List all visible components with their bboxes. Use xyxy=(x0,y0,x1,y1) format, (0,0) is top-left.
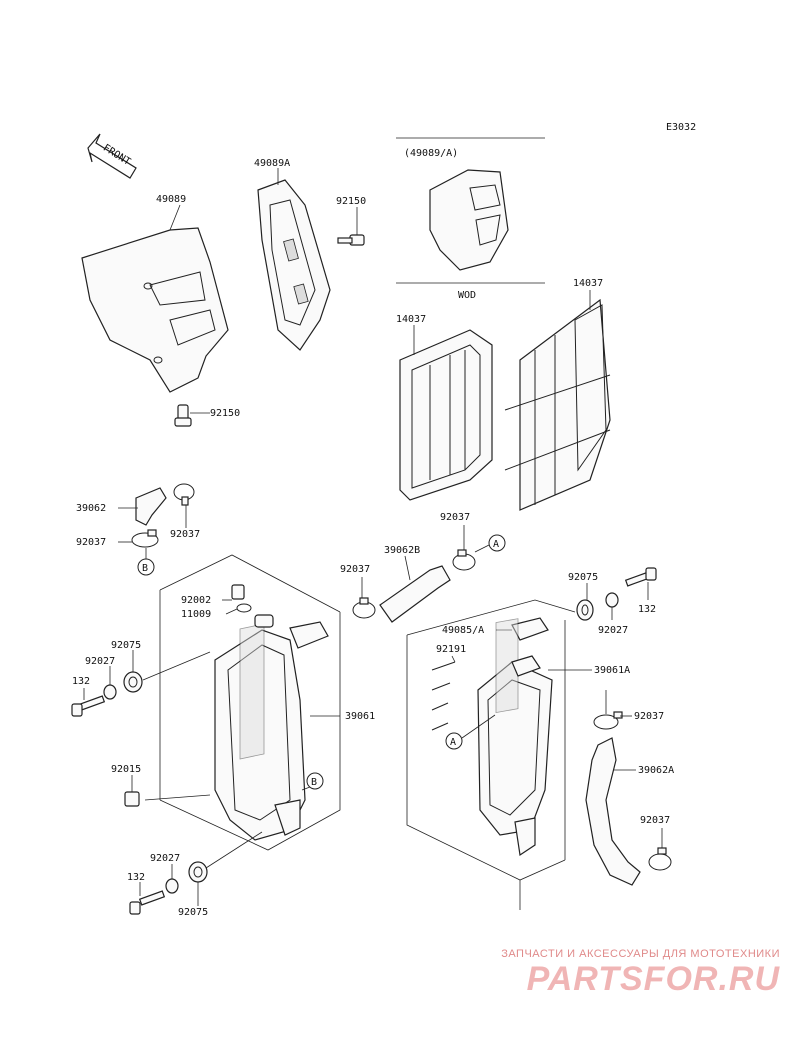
callout-92037-d: 92037 xyxy=(340,564,370,575)
callout-132-a: 132 xyxy=(72,676,90,687)
callout-11009: 11009 xyxy=(181,609,211,620)
callout-92027-c: 92027 xyxy=(598,625,628,636)
marker-b-lower: B xyxy=(306,772,324,790)
marker-b-upper: B xyxy=(137,558,155,576)
grommet-92075-right[interactable] xyxy=(576,599,594,621)
callout-132-b: 132 xyxy=(127,872,145,883)
watermark-subtitle: ЗАПЧАСТИ И АКСЕССУАРЫ ДЛЯ МОТОТЕХНИКИ xyxy=(501,948,780,960)
bolt-132-left-lower[interactable] xyxy=(129,890,166,915)
hose-39062[interactable] xyxy=(135,487,167,526)
bolt-132-left-upper[interactable] xyxy=(71,695,106,717)
hose-39062a[interactable] xyxy=(585,737,641,886)
callout-92015: 92015 xyxy=(111,764,141,775)
cap-49085a[interactable] xyxy=(511,617,549,641)
callout-14037-right: 14037 xyxy=(573,278,603,289)
callout-92027-b: 92027 xyxy=(150,853,180,864)
callout-39061: 39061 xyxy=(345,711,375,722)
callout-49085a: 49085/A xyxy=(442,625,484,636)
hose-clamp-39062a-lower[interactable] xyxy=(648,847,672,871)
hose-clamp-upper-right[interactable] xyxy=(173,483,195,506)
radiator-group-left-frame xyxy=(159,554,341,851)
callout-92075-a: 92075 xyxy=(111,640,141,651)
callout-92150-upper: 92150 xyxy=(336,196,366,207)
radiator-guard-right[interactable] xyxy=(504,298,611,511)
radiator-cap[interactable] xyxy=(231,584,252,613)
callout-92075-b: 92075 xyxy=(178,907,208,918)
collar-92027-left-upper[interactable] xyxy=(103,684,117,700)
collar-92027-right[interactable] xyxy=(605,592,619,608)
hose-clamp-upper-left[interactable] xyxy=(131,529,159,548)
callout-92002: 92002 xyxy=(181,595,211,606)
callout-92027-a: 92027 xyxy=(85,656,115,667)
callout-92191: 92191 xyxy=(436,644,466,655)
svg-text:A: A xyxy=(493,539,499,550)
inset-wod: (49089/A) WOD xyxy=(396,137,545,301)
radiator-guard-left[interactable] xyxy=(399,329,493,501)
hose-clamp-39062a-upper[interactable] xyxy=(593,711,623,730)
callout-92075-c: 92075 xyxy=(568,572,598,583)
hose-39062b[interactable] xyxy=(379,565,451,623)
front-arrow-icon: FRONT xyxy=(87,133,137,179)
callout-39061a: 39061A xyxy=(594,665,630,676)
radiator-left[interactable] xyxy=(214,614,329,841)
callout-92037-f: 92037 xyxy=(640,815,670,826)
callout-132-c: 132 xyxy=(638,604,656,615)
collar-92027-left-lower[interactable] xyxy=(165,878,179,894)
callout-14037-left: 14037 xyxy=(396,314,426,325)
callout-49089: 49089 xyxy=(156,194,186,205)
marker-a-upper: A xyxy=(488,534,506,552)
callout-92037-e: 92037 xyxy=(634,711,664,722)
callout-92037-c: 92037 xyxy=(440,512,470,523)
callout-92037-b: 92037 xyxy=(76,537,106,548)
callout-49089a: 49089A xyxy=(254,158,290,169)
watermark: ЗАПЧАСТИ И АКСЕССУАРЫ ДЛЯ МОТОТЕХНИКИ PA… xyxy=(480,948,780,998)
grommet-92075-left-upper[interactable] xyxy=(123,671,143,693)
hose-clamp-39062b-upper[interactable] xyxy=(452,549,476,571)
callout-92150-lower: 92150 xyxy=(210,408,240,419)
bolt-132-right[interactable] xyxy=(624,567,657,587)
callout-39062a: 39062A xyxy=(638,765,674,776)
marker-a-lower: A xyxy=(445,732,463,750)
svg-text:B: B xyxy=(142,563,148,574)
callout-39062: 39062 xyxy=(76,503,106,514)
bolt-92150-lower[interactable] xyxy=(174,404,192,427)
clip-92015[interactable] xyxy=(124,791,140,807)
diagram-code: E3032 xyxy=(666,122,696,133)
watermark-logo: PARTSFOR.RU xyxy=(526,960,780,998)
inset-title: (49089/A) xyxy=(404,148,458,159)
hose-clamp-39062b-lower[interactable] xyxy=(352,597,376,619)
radiator-right[interactable] xyxy=(477,618,553,857)
radiator-shroud-left[interactable] xyxy=(81,227,229,393)
grommet-92075-left-lower[interactable] xyxy=(188,861,208,883)
callout-39062b: 39062B xyxy=(384,545,420,556)
radiator-shroud-inner[interactable] xyxy=(257,179,331,351)
callout-92037-a: 92037 xyxy=(170,529,200,540)
radiator-group-right-frame xyxy=(406,599,576,910)
bolt-92150-upper[interactable] xyxy=(337,234,365,246)
svg-text:A: A xyxy=(450,737,456,748)
inset-caption: WOD xyxy=(458,290,476,301)
tube-92191[interactable] xyxy=(431,661,456,731)
svg-text:B: B xyxy=(311,777,317,788)
